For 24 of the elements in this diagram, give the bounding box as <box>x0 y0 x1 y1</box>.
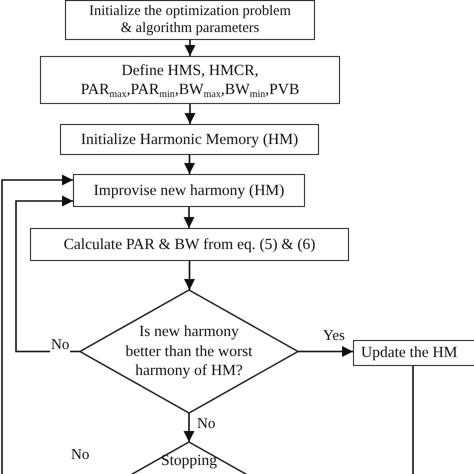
node-text: Define HMS, HMCR, PAR$_{max}$,PAR$_{min}$,BW$_{max}$,BW$_{min}$,PVB <box>80 60 300 100</box>
arrow <box>184 155 196 174</box>
process-box <box>73 174 305 207</box>
process-box <box>353 340 474 366</box>
node-text: Stopping <box>161 451 217 470</box>
process-box <box>40 56 340 104</box>
arrow <box>298 346 353 358</box>
arrow <box>183 207 195 228</box>
edge-label: No <box>50 337 70 354</box>
node-text: Improvise new harmony (HM) <box>94 180 284 200</box>
node-text: Is new harmony better than the worst harmony of HM? <box>124 322 254 381</box>
arrow <box>184 104 196 124</box>
arrow <box>15 195 80 352</box>
arrow <box>184 261 196 290</box>
node-text: Calculate PAR & BW from eq. (5) & (6) <box>64 234 316 254</box>
arrow <box>184 40 196 56</box>
process-box <box>60 124 319 155</box>
node-text: Initialize the optimization problem & algorithm parameters <box>88 3 292 37</box>
process-box <box>30 228 349 261</box>
node-text: Update the HM <box>361 343 458 363</box>
node-text: Initialize Harmonic Memory (HM) <box>80 130 298 150</box>
arrow <box>183 413 195 442</box>
process-box <box>65 0 315 40</box>
decision-diamond <box>80 290 298 413</box>
